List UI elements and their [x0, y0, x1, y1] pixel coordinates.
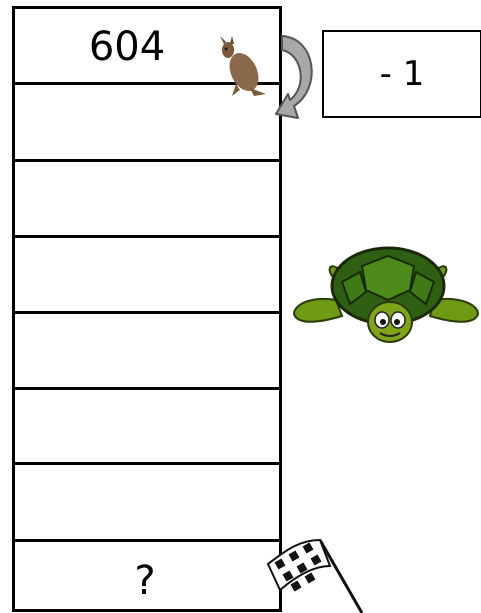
- answer-cell[interactable]: ?: [11, 561, 279, 601]
- ladder-divider: [15, 311, 279, 314]
- step-operation: - 1: [322, 30, 481, 118]
- ladder-divider: [15, 235, 279, 238]
- ladder-divider: [15, 387, 279, 390]
- step-label: - 1: [380, 54, 425, 94]
- turtle-icon: [292, 246, 481, 352]
- checkered-flag-icon: [264, 530, 364, 613]
- ladder-divider: [15, 539, 279, 542]
- ladder-divider: [15, 462, 279, 465]
- hare-icon: [214, 36, 274, 100]
- curved-arrow-icon: [276, 28, 326, 128]
- ladder-divider: [15, 159, 279, 162]
